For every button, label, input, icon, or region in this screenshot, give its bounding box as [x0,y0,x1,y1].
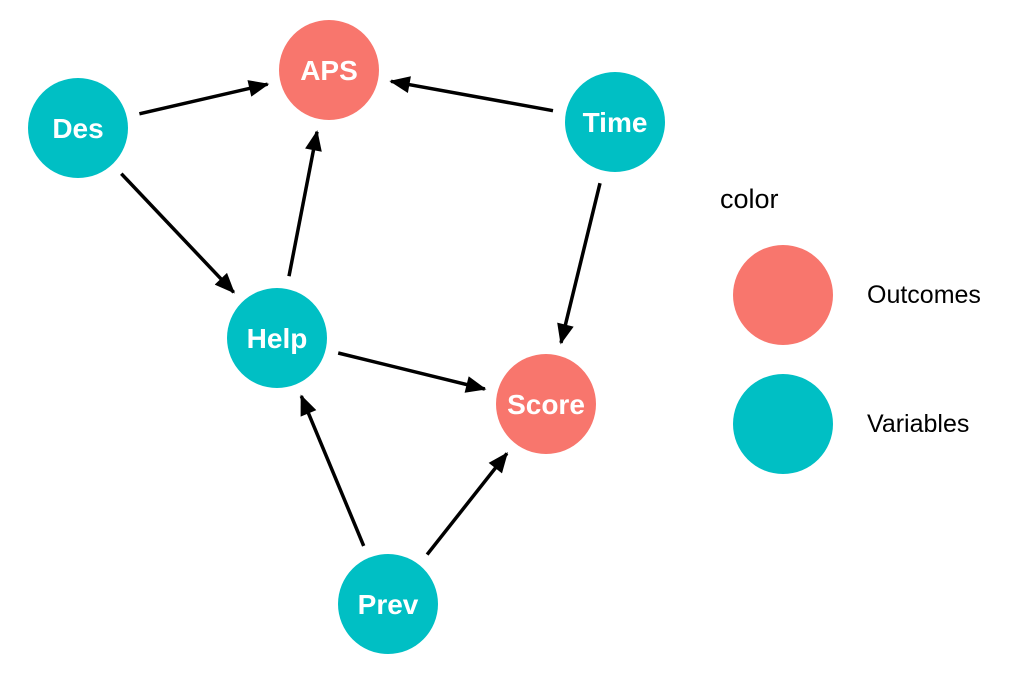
node-circle-aps [279,20,379,120]
node-label-score: Score [507,389,585,420]
node-score: Score [496,354,596,454]
legend: color Outcomes Variables [720,184,981,503]
node-label-time: Time [583,107,648,138]
edge-des-aps [139,80,270,116]
node-label-prev: Prev [358,589,419,620]
node-label-help: Help [247,323,308,354]
node-circle-help [227,288,327,388]
node-circle-score [496,354,596,454]
node-circle-des [28,78,128,178]
legend-label-variables: Variables [867,409,970,438]
node-time: Time [565,72,665,172]
variables-swatch-circle [733,374,833,475]
edge-prev-help [299,394,366,547]
node-prev: Prev [338,554,438,654]
edge-time-score [557,182,602,345]
node-aps: APS [279,20,379,120]
edge-help-score [337,351,487,393]
legend-title: color [720,184,779,214]
node-label-des: Des [52,113,103,144]
edge-prev-score [425,452,509,556]
outcomes-swatch-circle [733,245,833,346]
node-label-aps: APS [300,55,358,86]
node-circle-prev [338,554,438,654]
edge-des-help [120,172,235,294]
legend-item-outcomes: Outcomes [720,245,981,346]
legend-label-outcomes: Outcomes [867,280,981,309]
legend-item-variables: Variables [720,374,970,475]
node-circle-time [565,72,665,172]
node-des: Des [28,78,128,178]
edge-time-aps [389,76,554,113]
node-help: Help [227,288,327,388]
edge-help-aps [287,130,322,277]
